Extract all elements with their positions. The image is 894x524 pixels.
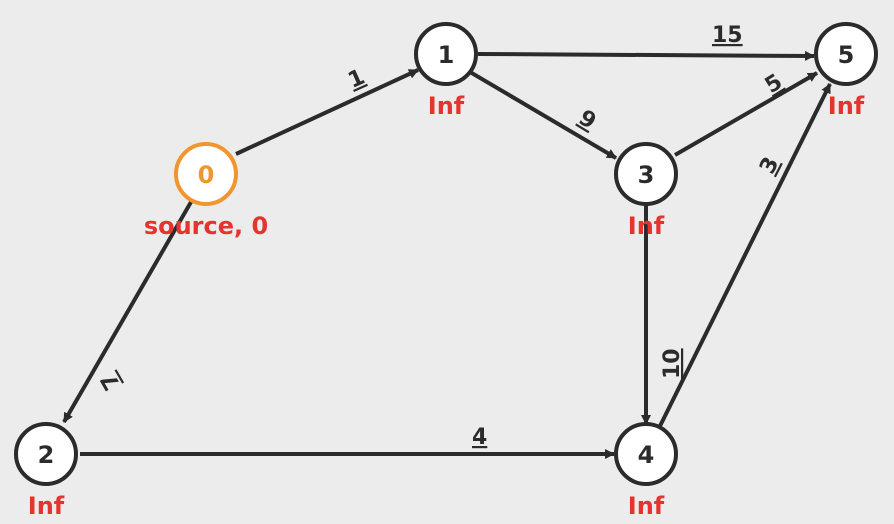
node-0[interactable]: 0 source, 0: [144, 142, 268, 240]
edge-3-4-weight: 10: [660, 348, 685, 379]
edge-3-4: 10: [641, 204, 685, 425]
edge-1-3-weight: 9: [574, 105, 600, 134]
nodes-layer: 0 source, 0 1 Inf 2 Inf 3 Inf 4 Inf: [14, 22, 878, 520]
node-3-label: 3: [638, 161, 655, 189]
node-3-distance: Inf: [628, 212, 665, 240]
node-1[interactable]: 1 Inf: [414, 22, 478, 120]
node-1-label: 1: [438, 41, 455, 69]
node-2[interactable]: 2 Inf: [14, 422, 78, 520]
node-4-distance: Inf: [628, 492, 665, 520]
node-2-circle[interactable]: [14, 422, 78, 486]
node-5-distance: Inf: [828, 92, 865, 120]
node-5-circle[interactable]: [814, 22, 878, 86]
node-1-distance: Inf: [428, 92, 465, 120]
edge-1-5-weight: 15: [712, 23, 743, 48]
edge-1-3: 9: [468, 70, 618, 160]
edge-2-4-weight: 4: [472, 425, 487, 450]
edge-0-1-line: [235, 68, 419, 156]
node-0-distance: source, 0: [144, 212, 268, 240]
edge-1-5: 15: [477, 23, 815, 61]
node-0-label: 0: [198, 161, 215, 189]
edge-1-3-line: [468, 70, 618, 160]
node-4[interactable]: 4 Inf: [614, 422, 678, 520]
edge-4-5: 3: [658, 83, 832, 427]
node-4-label: 4: [638, 441, 655, 469]
edge-3-5: 5: [673, 70, 819, 157]
node-5[interactable]: 5 Inf: [814, 22, 878, 120]
node-3-circle[interactable]: [614, 142, 678, 206]
node-5-label: 5: [838, 41, 855, 69]
edge-4-5-line: [658, 83, 832, 427]
node-2-label: 2: [38, 441, 55, 469]
edge-0-2-line: [62, 201, 193, 423]
node-2-distance: Inf: [28, 492, 65, 520]
node-3[interactable]: 3 Inf: [614, 142, 678, 240]
edge-1-5-line: [477, 50, 815, 61]
edge-4-5-weight: 3: [755, 153, 784, 178]
node-1-circle[interactable]: [414, 22, 478, 86]
edge-0-1: 1: [235, 65, 419, 156]
edge-0-1-weight: 1: [345, 65, 369, 94]
edge-3-5-line: [673, 71, 819, 157]
edge-2-4: 4: [80, 425, 615, 459]
edge-0-2-weight: 7: [96, 368, 125, 394]
node-0-circle[interactable]: [174, 142, 238, 206]
node-4-circle[interactable]: [614, 422, 678, 486]
